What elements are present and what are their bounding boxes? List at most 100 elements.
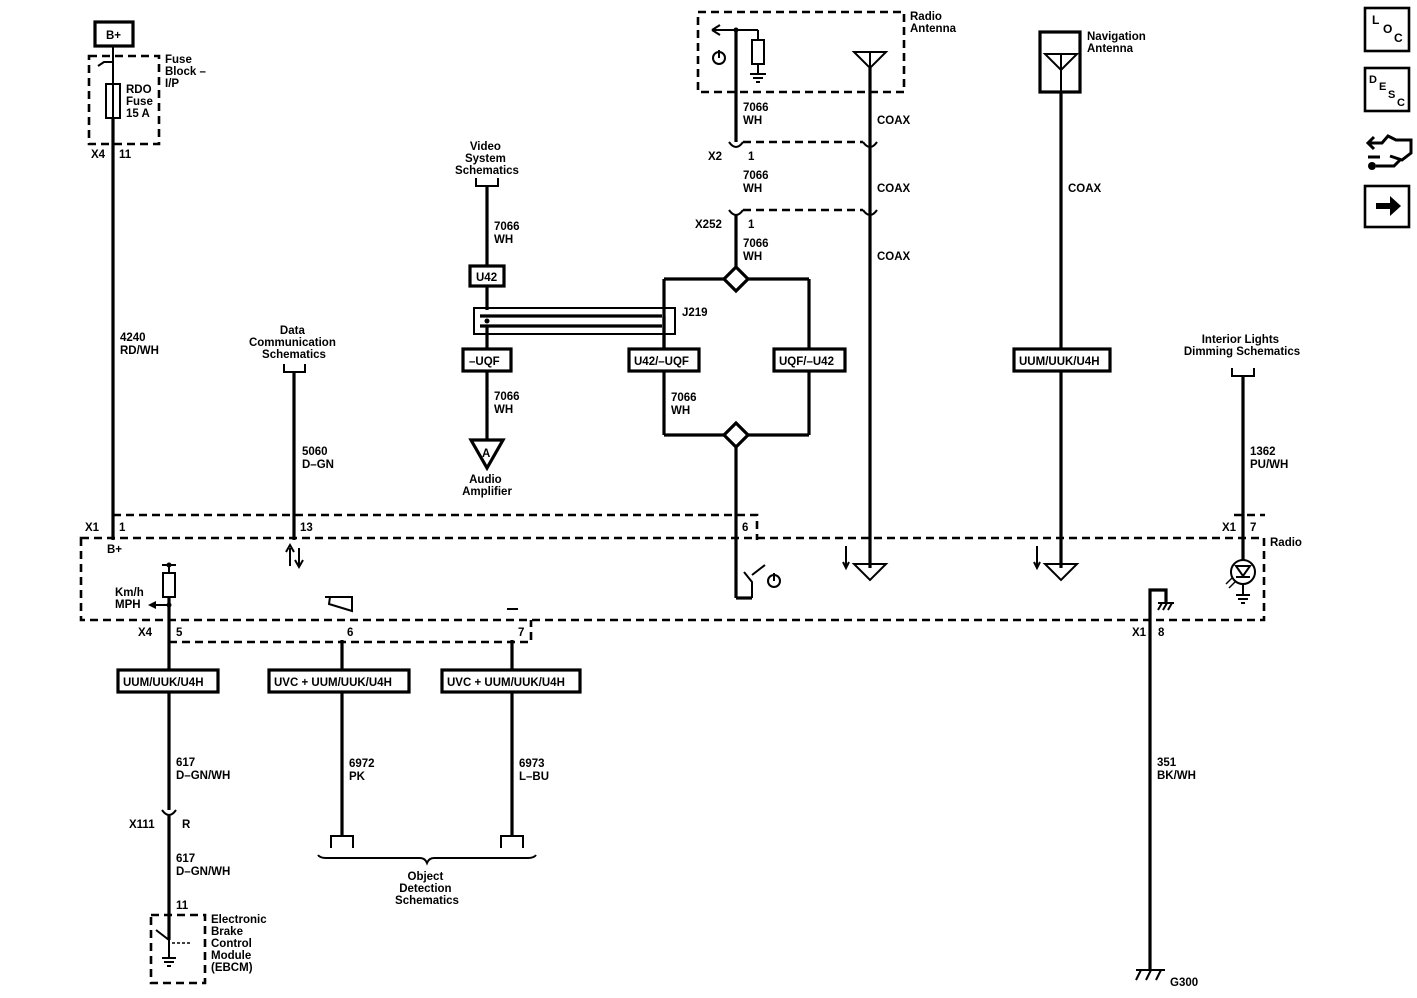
pin-6-bottom: 6 bbox=[347, 627, 353, 639]
location-button[interactable]: L O C bbox=[1363, 6, 1411, 53]
radio-antenna-icon bbox=[851, 51, 889, 70]
fuse-label: RDO Fuse 15 A bbox=[126, 84, 156, 120]
next-button[interactable] bbox=[1363, 184, 1411, 229]
led-icon bbox=[1225, 559, 1256, 604]
ground-g300-label: G300 bbox=[1170, 977, 1198, 989]
data-communication-label: Data Communication Schematics bbox=[249, 325, 339, 361]
ebcm-label: Electronic Brake Control Module (EBCM) bbox=[211, 914, 270, 974]
option-u42-label: U42 bbox=[476, 272, 497, 284]
connector-x111-label: X111 bbox=[129, 819, 155, 831]
navigation-antenna-icon bbox=[1042, 53, 1080, 92]
radio-ground-icon bbox=[1148, 588, 1174, 640]
coax-ground-nav bbox=[1033, 546, 1080, 582]
pin-7-bottom: 7 bbox=[518, 627, 524, 639]
loc-letter-c: C bbox=[1394, 31, 1403, 45]
option-uum-uuk-u4h-label: UUM/UUK/U4H bbox=[123, 677, 204, 689]
description-button[interactable]: D E S C bbox=[1363, 66, 1411, 113]
radio-x4-connector-outline bbox=[169, 620, 533, 644]
pin-11-top: 11 bbox=[119, 149, 132, 161]
connector-x1-ground: X1 bbox=[1132, 627, 1147, 639]
pin-6-top: 6 bbox=[742, 522, 748, 534]
power-icon-antenna bbox=[712, 50, 726, 65]
bplus-inside-label: B+ bbox=[107, 544, 122, 556]
pin-13: 13 bbox=[300, 522, 313, 534]
interior-lights-label: Interior Lights Dimming Schematics bbox=[1184, 334, 1300, 358]
connector-x1-left: X1 bbox=[85, 522, 100, 534]
connector-icon bbox=[1365, 134, 1413, 170]
arrow-right-icon bbox=[1376, 196, 1401, 216]
j219-label: J219 bbox=[682, 307, 708, 319]
wire-7066-amp-label: 7066 WH bbox=[494, 391, 523, 416]
option-uvc-1-label: UVC + UUM/UUK/U4H bbox=[274, 677, 392, 689]
radio-module-outline bbox=[79, 536, 1266, 622]
wire-7066-b-label: 7066 WH bbox=[743, 170, 772, 195]
splice-top bbox=[721, 264, 751, 294]
bplus-label: B+ bbox=[106, 30, 121, 42]
radio-x1-connector-outline bbox=[113, 513, 759, 540]
option-uqf-u42-label: UQF/–U42 bbox=[779, 356, 834, 368]
option-u42-uqf-label: U42/–UQF bbox=[634, 356, 689, 368]
option-uqf-neg-label: –UQF bbox=[469, 356, 500, 368]
option-uvc-1 bbox=[267, 668, 411, 694]
desc-letter-s: S bbox=[1388, 89, 1395, 101]
navigation-antenna-label: Navigation Antenna bbox=[1087, 31, 1149, 55]
coax-label-nav: COAX bbox=[1068, 183, 1102, 195]
pin-1: 1 bbox=[119, 522, 126, 534]
object-detection-icon bbox=[325, 596, 353, 613]
option-nav-uum-label: UUM/UUK/U4H bbox=[1019, 356, 1100, 368]
ground-g300-icon bbox=[1135, 969, 1165, 981]
connector-x4-top: X4 bbox=[91, 149, 106, 161]
coax-ground-radio bbox=[842, 546, 889, 582]
connector-view-button[interactable] bbox=[1365, 128, 1413, 171]
option-uvc-2-label: UVC + UUM/UUK/U4H bbox=[447, 677, 565, 689]
wire-7066-video-label: 7066 WH bbox=[494, 221, 523, 246]
bidirectional-arrow-icon bbox=[285, 542, 304, 570]
amp-symbol-letter: A bbox=[482, 448, 490, 460]
speed-units-label: Km/h MPH bbox=[115, 587, 147, 611]
video-system-label: Video System Schematics bbox=[455, 141, 519, 177]
coax-label-1: COAX bbox=[877, 115, 911, 127]
object-detection-brace bbox=[317, 854, 537, 866]
splice-bottom bbox=[721, 420, 751, 450]
wire-5060-label: 5060 D–GN bbox=[302, 446, 334, 471]
connector-x111-pin: R bbox=[182, 819, 191, 831]
wire-4240-label: 4240 RD/WH bbox=[120, 332, 159, 357]
audio-amplifier-label: Audio Amplifier bbox=[462, 474, 512, 498]
audio-amplifier-connector: A bbox=[468, 438, 506, 472]
power-icon-radio bbox=[767, 573, 781, 588]
connector-x1-right: X1 bbox=[1222, 522, 1237, 534]
connector-x252-pin: 1 bbox=[748, 219, 755, 231]
fuse-block-label: Fuse Block – I/P bbox=[165, 54, 209, 90]
wire-7066-mid-label: 7066 WH bbox=[671, 392, 700, 417]
wire-7066-a-label: 7066 WH bbox=[743, 102, 772, 127]
radio-antenna-label: Radio Antenna bbox=[910, 11, 957, 35]
wire-1362-label: 1362 PU/WH bbox=[1250, 446, 1288, 471]
pin-8: 8 bbox=[1158, 627, 1165, 639]
wire-7066-c-label: 7066 WH bbox=[743, 238, 772, 263]
pin-7-top: 7 bbox=[1250, 522, 1256, 534]
wire-617-a-label: 617 D–GN/WH bbox=[176, 757, 230, 782]
wire-617-b-label: 617 D–GN/WH bbox=[176, 853, 230, 878]
ebcm-switch-ground bbox=[155, 929, 190, 967]
desc-letter-c: C bbox=[1397, 97, 1405, 109]
desc-letter-e: E bbox=[1379, 81, 1386, 93]
loc-letter-o: O bbox=[1383, 22, 1392, 36]
pin-5: 5 bbox=[176, 627, 183, 639]
connector-x2: X2 bbox=[708, 151, 722, 163]
coax-label-2: COAX bbox=[877, 183, 911, 195]
wire-6972-label: 6972 PK bbox=[349, 758, 378, 783]
video-connector-stub bbox=[475, 178, 499, 187]
connector-x2-pin: 1 bbox=[748, 151, 755, 163]
radio-label: Radio bbox=[1270, 537, 1302, 549]
desc-letter-d: D bbox=[1369, 74, 1377, 86]
wire-6973-label: 6973 L–BU bbox=[519, 758, 549, 783]
connector-x4-bottom: X4 bbox=[138, 627, 153, 639]
ebcm-pin: 11 bbox=[176, 900, 189, 912]
coax-label-3: COAX bbox=[877, 251, 911, 263]
ebcm-outline bbox=[149, 913, 207, 985]
object-detection-label: Object Detection Schematics bbox=[395, 871, 459, 907]
connector-x252: X252 bbox=[695, 219, 722, 231]
connector-j219 bbox=[473, 307, 676, 335]
speed-signal-circuit bbox=[148, 562, 176, 640]
